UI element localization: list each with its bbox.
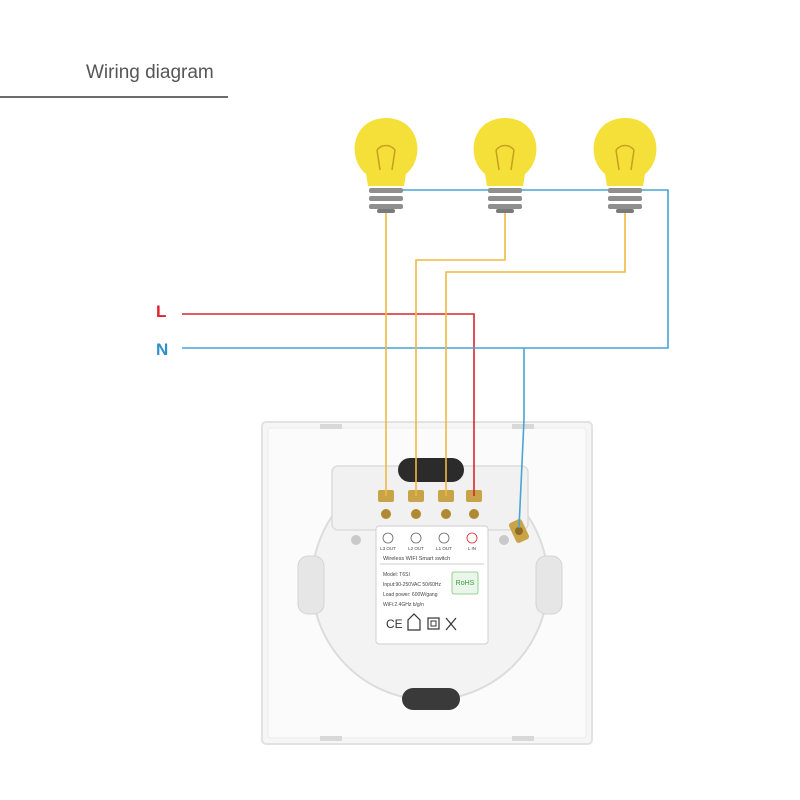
terminal-label: L1 OUT <box>436 546 452 551</box>
label-header: Wireless WIFI Smart switch <box>383 556 450 562</box>
title-underline <box>0 96 228 98</box>
neutral-wire <box>182 189 669 349</box>
wires <box>182 189 669 529</box>
light-bulb-icon <box>354 118 418 213</box>
load-wire-3 <box>445 212 626 496</box>
light-bulb-icon <box>593 118 657 213</box>
terminal-badge: L IN <box>466 532 478 551</box>
terminal-label: L IN <box>468 546 476 551</box>
spec-line-load: Load power: 600W/gang <box>383 592 438 598</box>
indoor-use-icon <box>407 613 421 631</box>
terminal-badge: L2 OUT <box>408 532 424 551</box>
spec-line-wifi: WiFi:2.4GHz b/g/n <box>383 602 424 608</box>
neutral-wire-label: N <box>156 340 169 359</box>
terminal-label: L2 OUT <box>408 546 424 551</box>
load-wire-2 <box>415 212 506 496</box>
double-insulation-icon <box>427 617 440 630</box>
spec-line-input: Input:90-250VAC 50/60Hz <box>383 582 442 588</box>
live-wire-label: L <box>156 302 167 321</box>
weee-bin-icon <box>445 617 457 631</box>
terminal-badge: L1 OUT <box>436 532 452 551</box>
rohs-text: RoHS <box>456 580 475 587</box>
spec-label: L3 OUT L2 OUT L1 OUT L IN Wireless WIFI Sma… <box>375 525 489 645</box>
spec-line-model: Model: T6SI <box>383 572 410 578</box>
rohs-badge <box>451 571 479 595</box>
ce-mark-logo: CE <box>386 617 403 631</box>
terminal-label: L3 OUT <box>380 546 396 551</box>
neutral-to-switch-wire <box>518 348 525 529</box>
light-bulb-icon <box>473 118 537 213</box>
light-bulbs <box>354 118 657 213</box>
live-wire <box>182 313 475 496</box>
terminal-badge: L3 OUT <box>380 532 396 551</box>
diagram-title: Wiring diagram <box>86 62 214 83</box>
